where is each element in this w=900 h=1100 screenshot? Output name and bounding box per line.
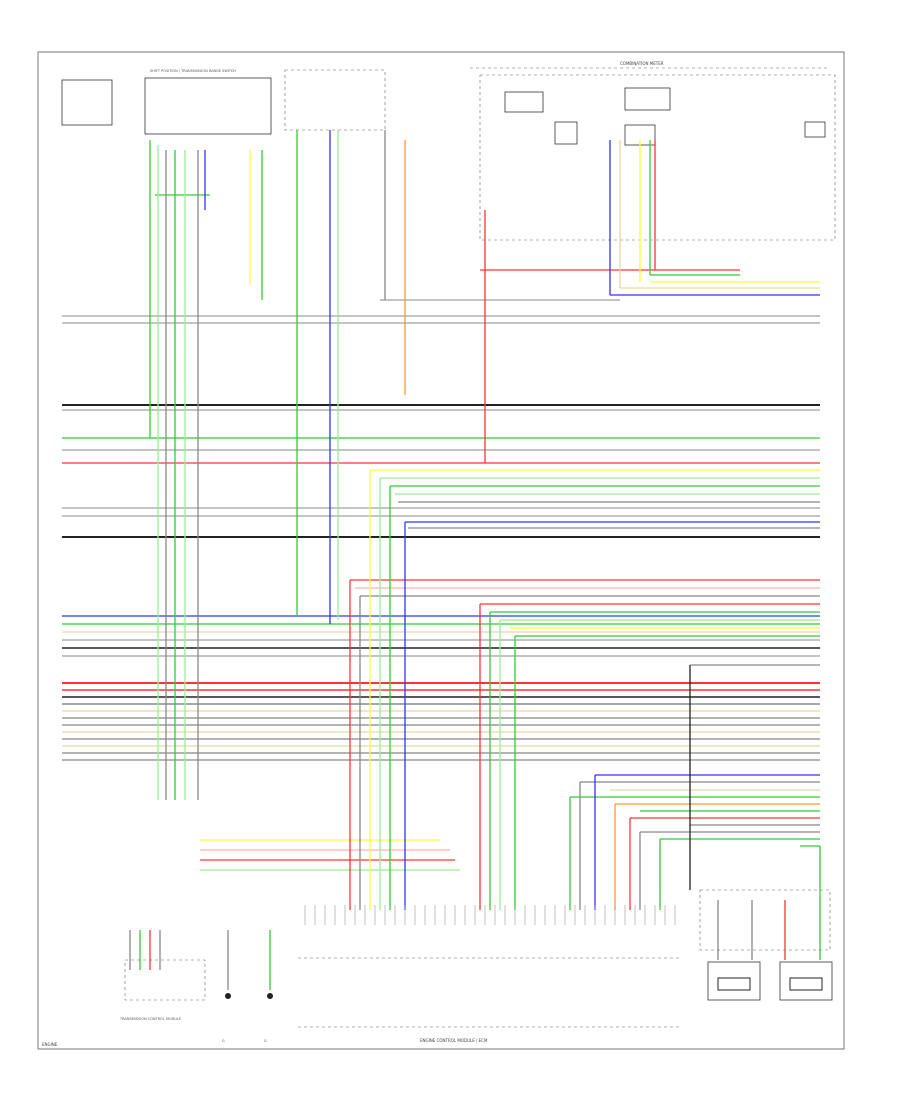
ground-2-label: G — [264, 1039, 267, 1043]
ground-1-icon — [225, 993, 231, 999]
park-neutral-switch-box — [144, 77, 272, 135]
park-neutral-switch-label: SHIFT POSITION / TRANSMISSION RANGE SWIT… — [150, 69, 236, 73]
fuse-box-1 — [61, 79, 113, 126]
meter-box-2 — [624, 87, 671, 111]
tcm-connector — [124, 959, 206, 1001]
ecm-label: ENGINE CONTROL MODULE / ECM — [420, 1038, 488, 1043]
meter-box-5 — [804, 121, 826, 138]
vertical-wire-group — [129, 130, 821, 990]
knock-sensor-1-inner — [717, 977, 751, 991]
ground-1-label: G — [222, 1039, 225, 1043]
meter-box-3 — [554, 121, 578, 145]
meter-box-1 — [504, 91, 544, 113]
tcm-label: TRANSMISSION CONTROL MODULE — [119, 1017, 181, 1021]
meter-region — [479, 74, 836, 241]
knock-sensor-2-box — [779, 961, 833, 1001]
ground-2-icon — [267, 993, 273, 999]
horizontal-wire-group — [62, 194, 820, 871]
fuse-box-2 — [284, 69, 386, 131]
combination-meter-label: COMBINATION METER — [620, 61, 664, 66]
page-number: ENGINE — [42, 1042, 58, 1047]
knock-sensor-2-inner — [789, 977, 823, 991]
knock-sensor-1-box — [707, 961, 761, 1001]
speed-sensor-box — [699, 889, 831, 951]
diagram-frame — [37, 51, 845, 1050]
